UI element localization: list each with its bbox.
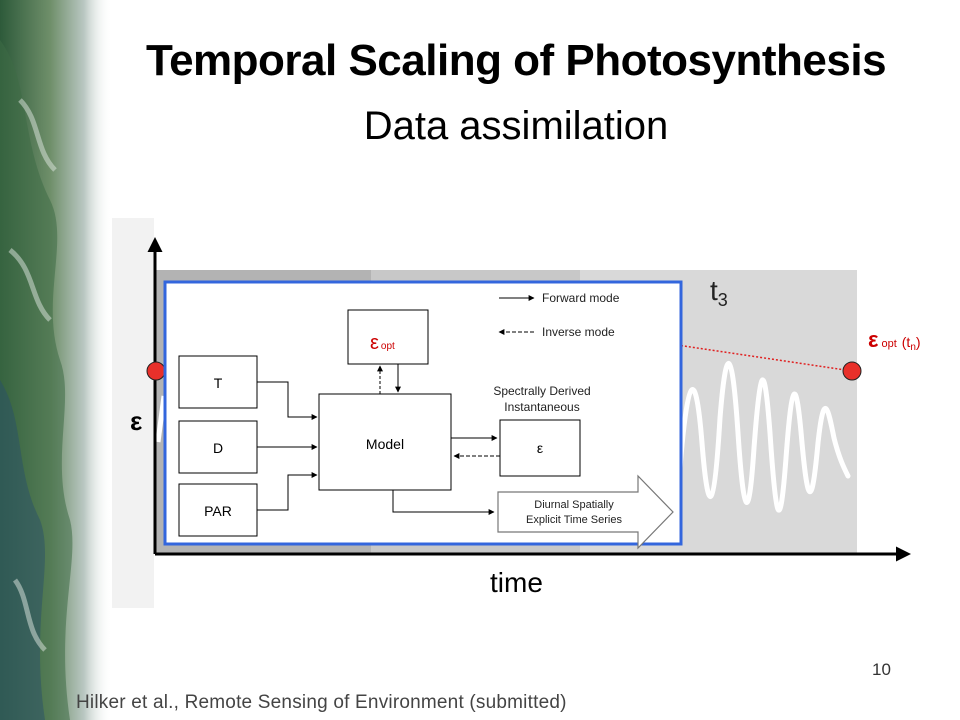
spectral-label-line1: Spectrally Derived <box>493 384 590 398</box>
page-number: 10 <box>872 660 891 679</box>
output-label-line1: Diurnal Spatially <box>534 499 614 511</box>
output-label-line2: Explicit Time Series <box>526 514 622 526</box>
eps-box <box>499 419 581 477</box>
period-label: t3 <box>710 275 728 310</box>
x-axis-label: time <box>490 567 543 598</box>
eps-opt-box <box>347 309 429 365</box>
plot-backdrop <box>112 218 154 608</box>
earth-decoration <box>0 0 112 720</box>
signal-fragment-left <box>155 395 167 443</box>
epsilon-trend-line <box>676 344 853 372</box>
output-block-arrow <box>497 474 674 550</box>
spectral-label-line2: Instantaneous <box>504 400 579 414</box>
y-axis-label: ε <box>130 406 142 436</box>
legend-inverse-label: Inverse mode <box>542 325 615 339</box>
signal-waveform <box>677 361 851 513</box>
model-box <box>318 393 452 491</box>
slide-subtitle: Data assimilation <box>363 104 669 148</box>
connector-t <box>257 381 318 420</box>
slide-title: Temporal Scaling of Photosynthesis <box>145 36 887 85</box>
inset-model-diagram: Forward mode Inverse mode T D PAR Model … <box>163 280 683 550</box>
epsilon-point-left[interactable] <box>146 361 166 381</box>
legend-forward-label: Forward mode <box>542 291 620 305</box>
connector-par <box>257 472 318 511</box>
model-label: Model <box>366 436 404 452</box>
eps-label: ε <box>537 440 543 456</box>
epsilon-point-right[interactable] <box>842 361 862 381</box>
input-box-d <box>178 420 258 474</box>
connector-model-output <box>392 490 495 515</box>
input-label-t: T <box>214 375 223 391</box>
input-label-par: PAR <box>204 503 232 519</box>
input-box-par <box>178 483 258 537</box>
input-label-d: D <box>213 440 223 456</box>
citation: Hilker et al., Remote Sensing of Environ… <box>76 692 567 713</box>
